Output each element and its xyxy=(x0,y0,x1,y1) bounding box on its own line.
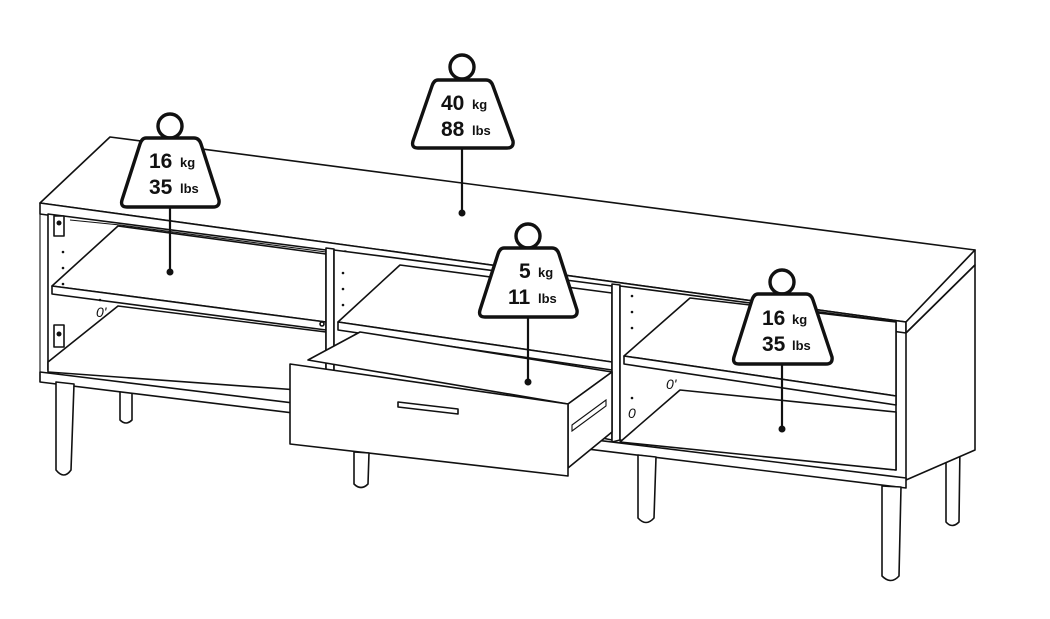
load-label-left-shelf: 16 kg 35 lbs xyxy=(119,112,221,276)
weight-kg-unit: kg xyxy=(792,312,807,327)
weight-lbs-unit: lbs xyxy=(538,291,557,306)
load-label-right-shelf: 16 kg 35 lbs xyxy=(731,268,834,433)
weight-lbs-unit: lbs xyxy=(472,123,491,138)
weight-kg-unit: kg xyxy=(472,97,487,112)
weight-icon xyxy=(477,246,579,319)
rear-legs xyxy=(119,387,961,527)
weight-lbs-unit: lbs xyxy=(792,338,811,353)
weight-kg-unit: kg xyxy=(180,155,195,170)
weight-lbs-value: 35 xyxy=(149,176,173,199)
right-compartment: 0' 0 xyxy=(619,285,897,471)
load-label-drawer: 5 kg 11 lbs xyxy=(477,222,579,386)
drawer-handle xyxy=(397,401,459,415)
weight-icon xyxy=(119,136,221,209)
svg-text:0': 0' xyxy=(666,376,678,392)
open-drawer xyxy=(289,331,613,477)
front-legs xyxy=(55,381,902,582)
left-compartment: 0' xyxy=(47,213,327,393)
drawer-front xyxy=(289,363,569,477)
weight-lbs-value: 35 xyxy=(762,333,786,356)
svg-text:0': 0' xyxy=(96,304,108,320)
weight-kg-unit: kg xyxy=(538,265,553,280)
weight-icon xyxy=(410,78,515,150)
weight-icon xyxy=(731,292,834,366)
weight-lbs-value: 11 xyxy=(508,286,531,309)
weight-lbs-value: 88 xyxy=(441,118,465,141)
weight-kg-value: 16 xyxy=(149,150,172,173)
svg-text:0: 0 xyxy=(628,405,636,421)
load-label-top: 40 kg 88 lbs xyxy=(410,53,515,217)
tv-bench: 0' 0' 0 xyxy=(39,136,976,582)
weight-lbs-unit: lbs xyxy=(180,181,199,196)
weight-kg-value: 16 xyxy=(762,307,785,330)
weight-kg-value: 5 xyxy=(519,260,531,283)
weight-kg-value: 40 xyxy=(441,92,464,115)
